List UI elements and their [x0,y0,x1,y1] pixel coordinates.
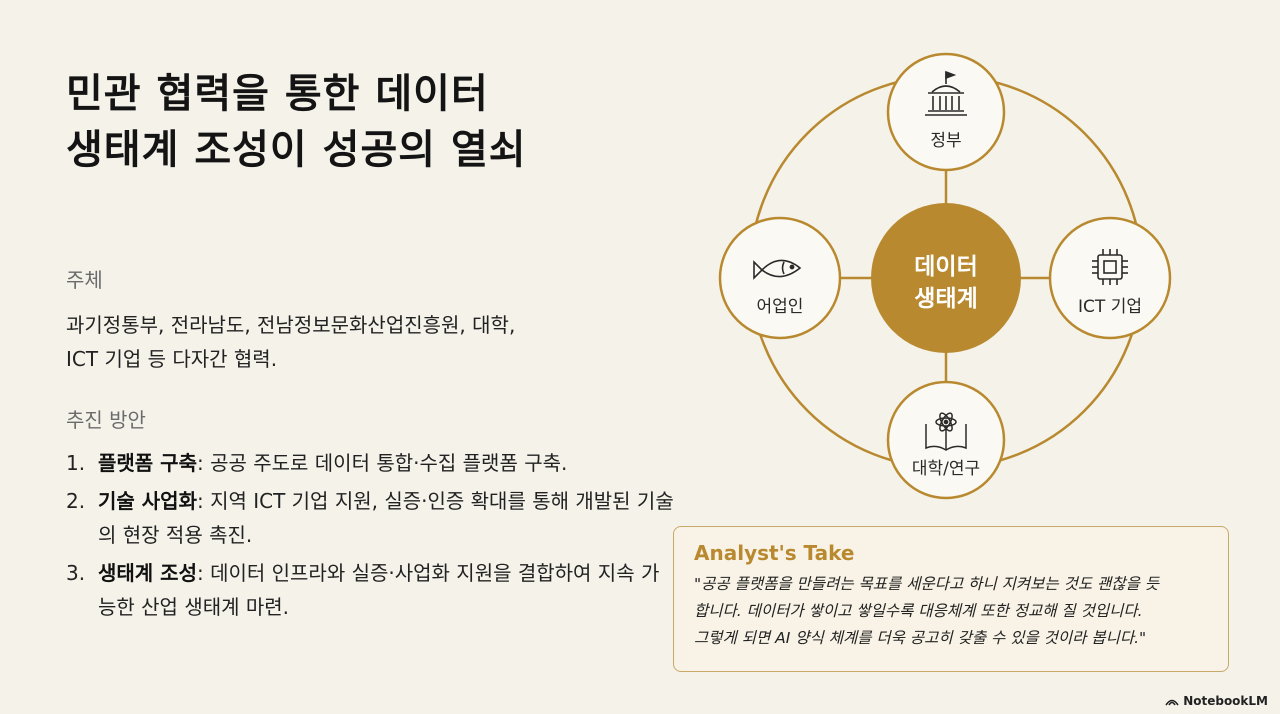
center-node [871,203,1021,353]
node-label-university: 대학/연구 [912,459,980,479]
node-label-government: 정부 [930,131,961,151]
notebooklm-logo-icon [1165,699,1179,706]
subject-line-1: 과기정통부, 전라남도, 전남정보문화산업진흥원, 대학, [66,313,516,337]
ecosystem-diagram: 데이터 생태계 정부 어업인 ICT 기업 [718,52,1172,500]
center-label-line-2: 생태계 [914,286,977,312]
list-item: 1. 플랫폼 구축: 공공 주도로 데이터 통합·수집 플랫폼 구축. [66,446,676,480]
list-item: 2. 기술 사업화: 지역 ICT 기업 지원, 실증·인증 확대를 통해 개발… [66,484,676,552]
list-item-heading: 생태계 조성 [98,561,197,585]
analyst-take-quote: "공공 플랫폼을 만들려는 목표를 세운다고 하니 지켜보는 것도 괜찮을 듯 … [694,571,1208,652]
list-item-number: 1. [66,451,86,475]
list-item-text: : 데이터 인프라와 실증·사업화 지원을 결합하여 지속 가능한 산업 생태계… [98,561,660,619]
analyst-quote-line-3: 그렇게 되면 AI 양식 체계를 더욱 공고히 갖출 수 있을 것이라 봅니다.… [694,629,1147,647]
analyst-take-title: Analyst's Take [694,541,855,565]
list-item-heading: 기술 사업화 [98,489,197,513]
node-label-fishermen: 어업인 [757,297,804,317]
list-item-heading: 플랫폼 구축 [98,451,197,475]
list-item-number: 2. [66,489,86,513]
subject-label: 주체 [66,268,103,292]
book-atom-icon [925,412,967,451]
list-item: 3. 생태계 조성: 데이터 인프라와 실증·사업화 지원을 결합하여 지속 가… [66,556,676,624]
title-line-2: 생태계 조성이 성공의 열쇠 [66,127,527,173]
list-item-number: 3. [66,561,86,585]
plan-label: 추진 방안 [66,408,146,432]
fish-icon [753,259,802,280]
node-ict-company [1048,216,1172,340]
brand-label: NotebookLM [1183,694,1268,708]
notebooklm-brand: NotebookLM [1165,694,1268,708]
plan-list: 1. 플랫폼 구축: 공공 주도로 데이터 통합·수집 플랫폼 구축. 2. 기… [66,446,676,628]
chip-icon [1092,249,1128,285]
subject-line-2: ICT 기업 등 다자간 협력. [66,347,278,371]
subject-text: 과기정통부, 전라남도, 전남정보문화산업진흥원, 대학, ICT 기업 등 다… [66,308,666,376]
center-label-line-1: 데이터 [914,254,977,280]
title-line-1: 민관 협력을 통한 데이터 [66,71,489,117]
list-item-text: : 공공 주도로 데이터 통합·수집 플랫폼 구축. [196,451,568,475]
node-government [886,52,1006,172]
analyst-quote-line-1: "공공 플랫폼을 만들려는 목표를 세운다고 하니 지켜보는 것도 괜찮을 듯 [694,575,1160,593]
analyst-take-box: Analyst's Take "공공 플랫폼을 만들려는 목표를 세운다고 하니… [673,526,1229,672]
list-item-text: : 지역 ICT 기업 지원, 실증·인증 확대를 통해 개발된 기술의 현장 … [98,489,674,547]
node-label-ict-company: ICT 기업 [1078,297,1142,317]
analyst-quote-line-2: 합니다. 데이터가 쌓이고 쌓일수록 대응체계 또한 정교해 질 것입니다. [694,602,1143,620]
node-fishermen [718,216,842,340]
page-title: 민관 협력을 통한 데이터 생태계 조성이 성공의 열쇠 [66,66,686,178]
government-building-icon [925,70,967,116]
